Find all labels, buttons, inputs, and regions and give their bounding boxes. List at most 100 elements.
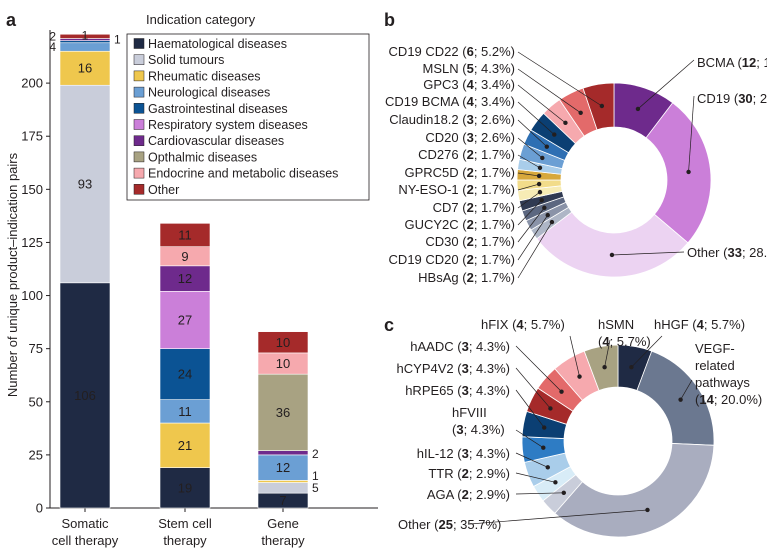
bar-segment (159, 291, 211, 349)
bar-segment (59, 50, 111, 86)
bar-segment (59, 33, 111, 39)
leader-line (688, 95, 695, 172)
category-label: Stem cell (158, 516, 212, 531)
bar-segment (257, 331, 309, 354)
leader-line (515, 429, 544, 449)
slice-label: hIL-12 (3; 4.3%) (417, 446, 510, 461)
bar-value-label: 36 (276, 405, 290, 420)
slice-label: hHGF (4; 5.7%) (654, 317, 745, 332)
slice-label: MSLN (5; 4.3%) (423, 61, 515, 76)
legend-swatch (133, 119, 145, 130)
legend-swatch (133, 167, 145, 179)
category-label: therapy (163, 533, 207, 548)
leader-line (515, 492, 564, 495)
bar-segment (257, 482, 309, 494)
slice-count: 4 (697, 317, 705, 332)
leader-line (469, 509, 648, 525)
slice-count: 2 (467, 165, 474, 180)
legend: Indication category Haematological disea… (126, 12, 370, 201)
slice-label: (14; 20.0%) (695, 392, 762, 407)
y-tick-label: 25 (29, 447, 43, 462)
bar-value-label: 19 (178, 480, 192, 495)
donut-slice (583, 344, 619, 391)
leader-line (515, 452, 548, 468)
slice-count: 12 (742, 55, 756, 70)
category-label: therapy (261, 533, 305, 548)
slice-label: BCMA (12; 10.3%) (697, 55, 767, 70)
leader-line (631, 335, 663, 368)
slice-label: hCYP4V2 (3; 4.3%) (397, 361, 510, 376)
bar-value-label: 27 (178, 312, 192, 327)
bar-value-label: 5 (312, 481, 319, 495)
slice-count: 3 (467, 112, 474, 127)
bar-segment (257, 480, 309, 483)
panel-label-b: b (384, 10, 395, 30)
bar-value-label: 9 (181, 249, 188, 264)
slice-label: hSMN (598, 317, 634, 332)
legend-swatch (133, 135, 145, 146)
slice-count: 4 (516, 317, 524, 332)
leader-line (680, 379, 693, 400)
leader-line (517, 221, 553, 279)
bar-value-label: 10 (276, 335, 290, 350)
bar-segment (59, 84, 111, 284)
leader-line (611, 251, 685, 256)
leader-line (517, 172, 540, 177)
slice-label: CD20 (3; 2.6%) (425, 130, 515, 145)
leader-line (517, 137, 543, 159)
bar-segment (257, 450, 309, 456)
leader-line (569, 335, 580, 377)
slice-label: GPRC5D (2; 1.7%) (404, 165, 515, 180)
bar-value-label: 11 (178, 404, 192, 419)
bar-value-label: 11 (178, 228, 192, 243)
slice-count: 2 (467, 147, 474, 162)
slice-label: hAADC (3; 4.3%) (410, 339, 510, 354)
slice-label: NY-ESO-1 (2; 1.7%) (398, 182, 515, 197)
leader-line (517, 154, 541, 169)
bar-value-label: 2 (49, 29, 56, 43)
bar-value-label: 1 (312, 469, 319, 483)
bar-value-label: 2 (312, 447, 319, 461)
slice-count: 3 (462, 383, 469, 398)
leader-line (517, 191, 541, 209)
legend-swatch (133, 54, 145, 65)
slice-count: 2 (462, 466, 469, 481)
leader-line (517, 214, 549, 261)
donut-slice (645, 102, 712, 244)
legend-swatch (133, 86, 145, 98)
leader-line (515, 367, 551, 409)
bar-segment (59, 42, 111, 52)
legend-label: Rheumatic diseases (148, 69, 261, 83)
leader-line (515, 389, 545, 428)
bar-segment (159, 422, 211, 468)
slice-count: 2 (467, 200, 474, 215)
bar-value-label: 1 (82, 29, 89, 43)
slice-count: 33 (727, 245, 741, 260)
slice-count: 30 (738, 91, 752, 106)
slice-label: GPC3 (4; 3.4%) (423, 77, 515, 92)
slice-count: 2 (467, 217, 474, 232)
slice-label: Claudin18.2 (3; 2.6%) (389, 112, 515, 127)
leader-line (515, 472, 556, 483)
slice-label: HBsAg (2; 1.7%) (418, 270, 515, 285)
legend-box (126, 33, 370, 201)
slice-count: 4 (467, 94, 475, 109)
legend-label: Cardiovascular diseases (148, 134, 284, 148)
bar-value-label: 24 (178, 367, 192, 382)
y-tick-label: 200 (21, 76, 43, 91)
legend-swatch (133, 103, 145, 114)
bar-value-label: 4 (49, 40, 56, 54)
slice-count: 5 (467, 61, 474, 76)
y-tick-label: 50 (29, 394, 43, 409)
leader-line (517, 119, 548, 147)
bar-value-label: 12 (178, 271, 192, 286)
y-axis-label: Number of unique product–indication pair… (5, 152, 20, 397)
slice-label: (4; 5.7%) (598, 334, 651, 349)
legend-label: Endocrine and metabolic diseases (148, 167, 338, 181)
leader-line (517, 101, 555, 135)
slice-label: TTR (2; 2.9%) (428, 466, 510, 481)
slice-label: Other (33; 28.4%) (687, 245, 767, 260)
panel-label-a: a (6, 10, 17, 30)
bar-value-label: 12 (276, 460, 290, 475)
